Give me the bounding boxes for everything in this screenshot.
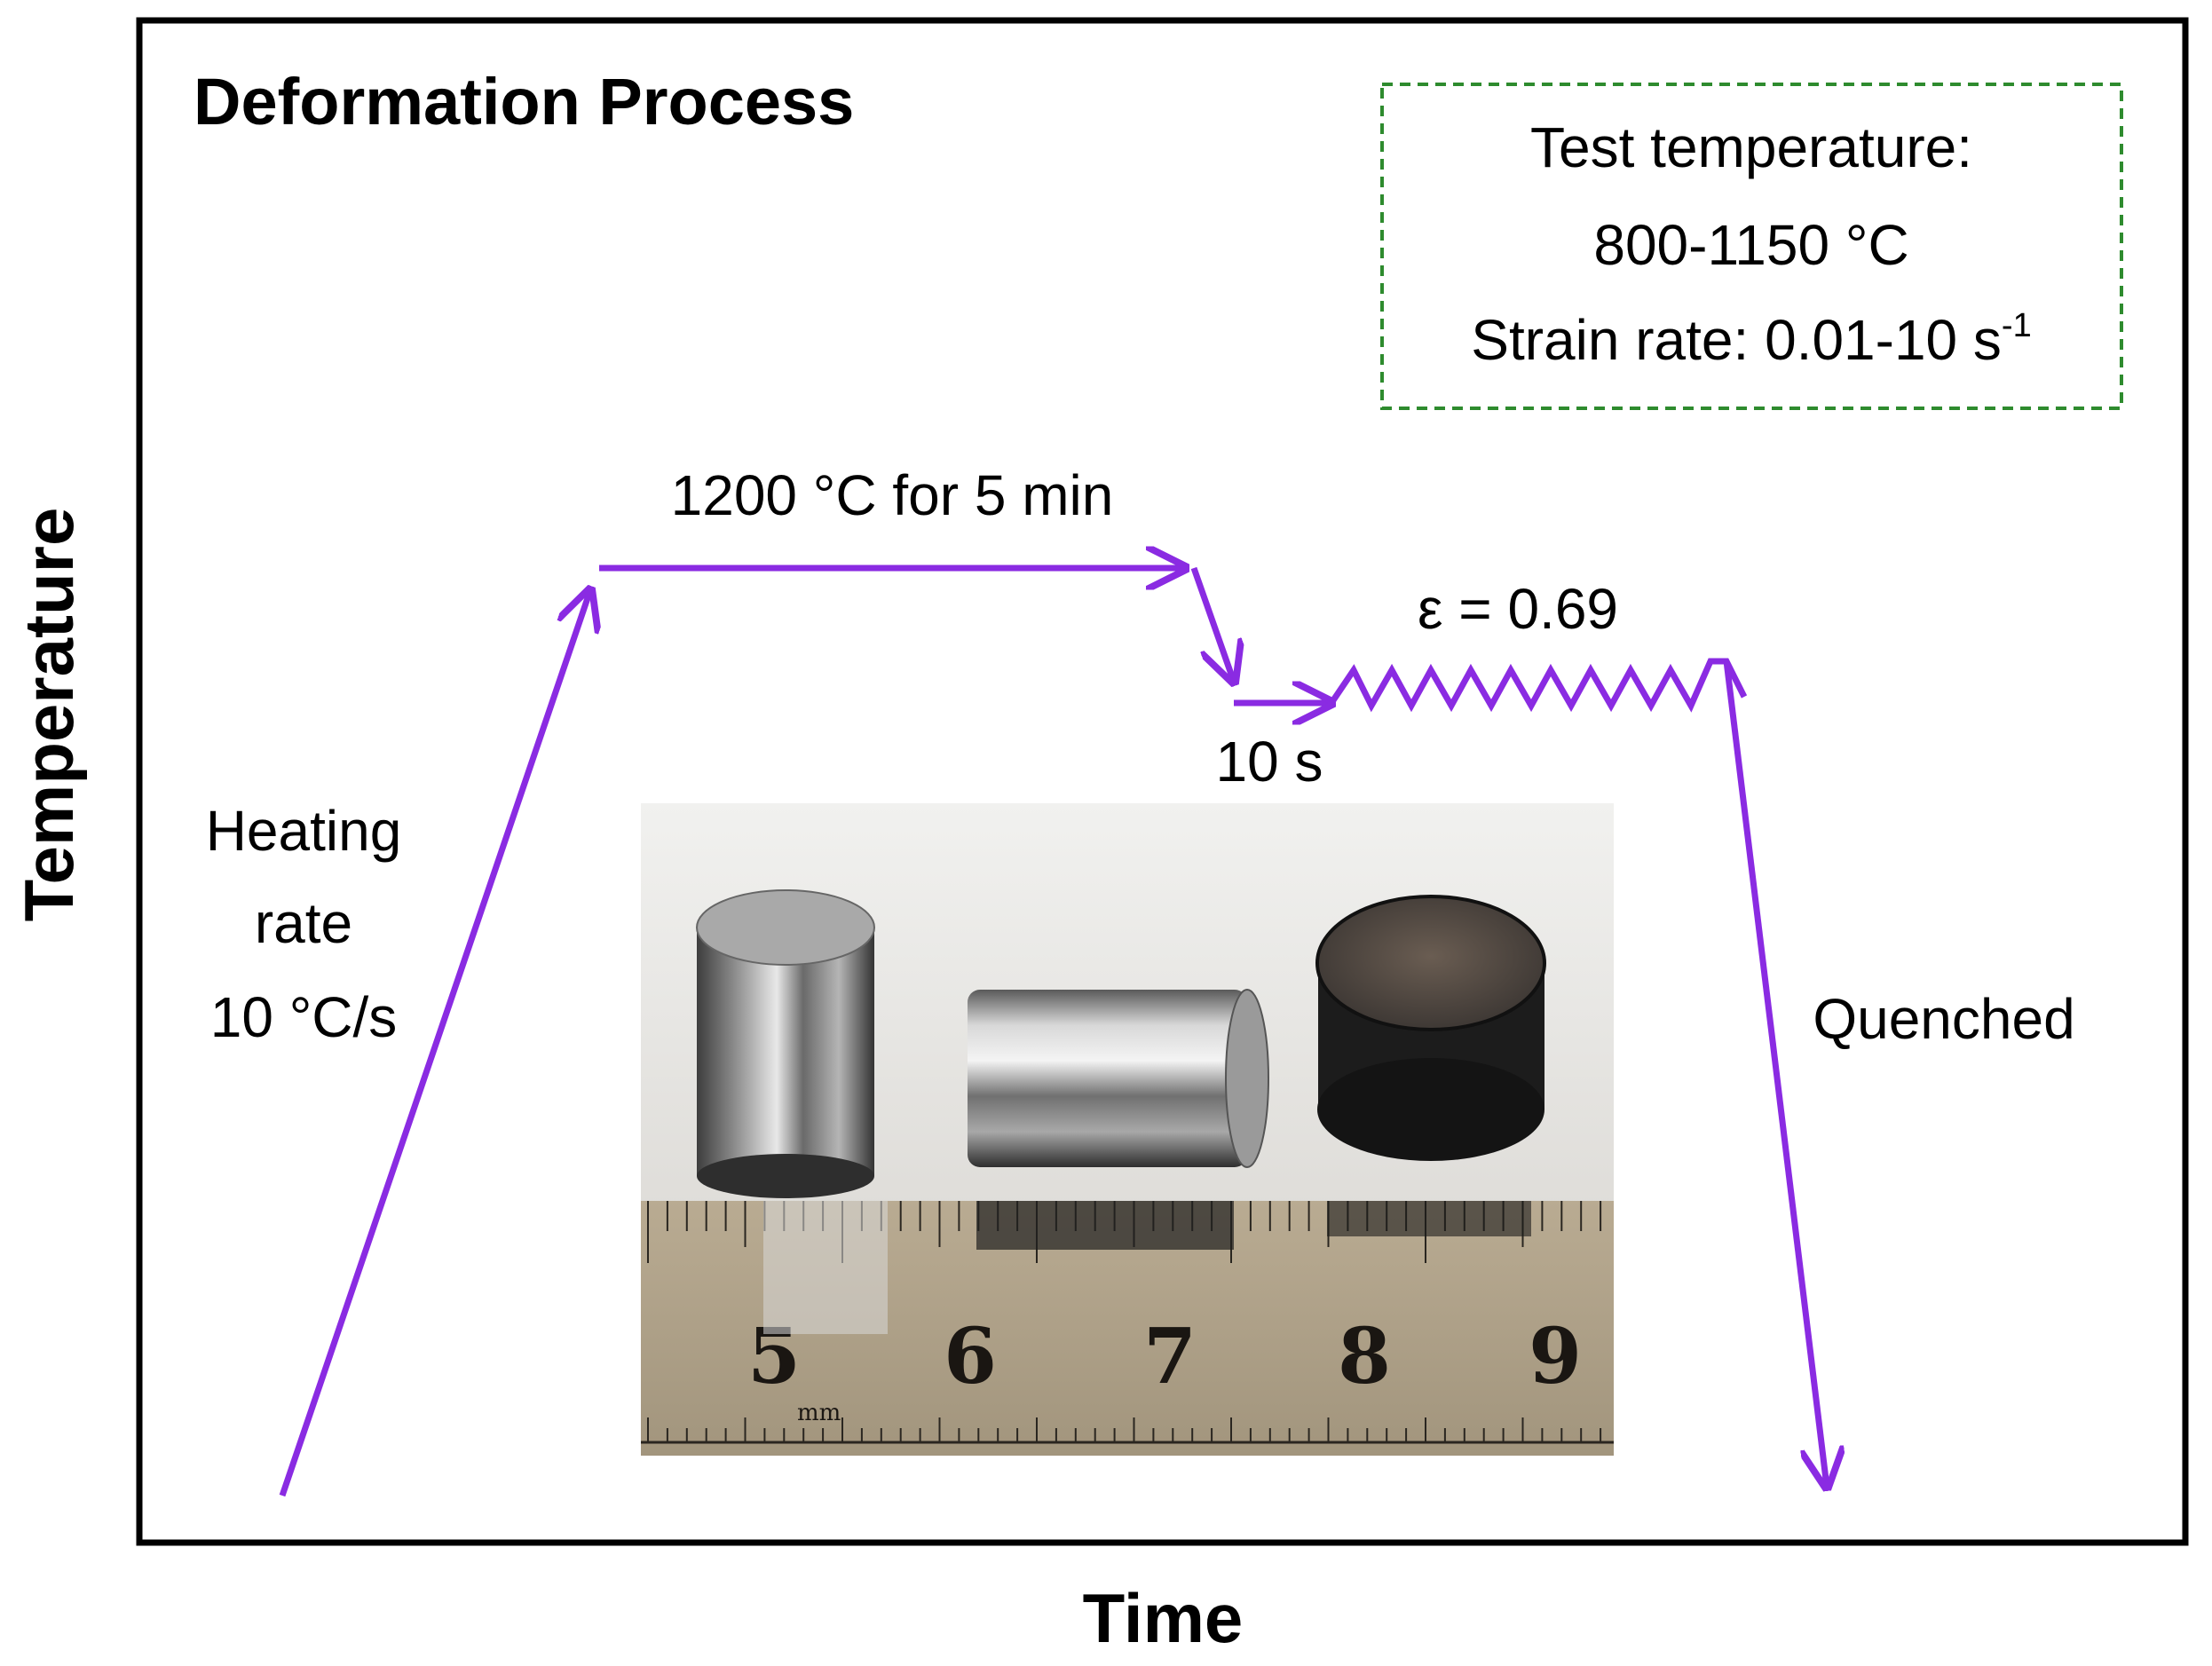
conditions-line-2: 800-1150 °C [1593, 213, 1908, 277]
x-axis-label: Time [1083, 1579, 1244, 1657]
conditions-line-3: Strain rate: 0.01-10 s-1 [1471, 307, 2031, 372]
process-path [279, 566, 1827, 1497]
strain-label: ε = 0.69 [1418, 577, 1618, 641]
heating-rate-label-3: 10 °C/s [210, 985, 398, 1049]
conditions-line-1: Test temperature: [1530, 115, 1972, 179]
strain-rate-exponent: -1 [2002, 307, 2032, 344]
ruler-number-9: 9 [1529, 1312, 1582, 1401]
compression-zigzag [1329, 658, 1748, 713]
reflection-right [1327, 1201, 1531, 1236]
heating-rate-label-1: Heating [206, 799, 402, 863]
ruler-number-8: 8 [1338, 1312, 1391, 1401]
heating-segment [279, 590, 590, 1497]
ruler-unit: mm [797, 1400, 841, 1426]
reflection-middle [976, 1201, 1234, 1250]
y-axis-label: Temperature [10, 508, 88, 922]
strain-rate-text: Strain rate: 0.01-10 s [1471, 308, 2002, 372]
heating-rate-label-2: rate [255, 891, 352, 955]
quench-segment [1723, 660, 1827, 1487]
quenched-label: Quenched [1813, 987, 2074, 1051]
diagram-title: Deformation Process [194, 65, 854, 138]
undeformed-cylinder-upright [696, 889, 875, 1198]
hold-label: 1200 °C for 5 min [671, 463, 1114, 527]
test-conditions-box: Test temperature: 800-1150 °C Strain rat… [1380, 83, 2123, 410]
cooling-segment [1190, 566, 1234, 682]
ruler-number-7: 7 [1143, 1312, 1197, 1401]
frame [136, 17, 2189, 1546]
deformed-specimen [1315, 895, 1546, 1161]
undeformed-cylinder-lying [968, 989, 1269, 1168]
reflection-left [763, 1201, 888, 1334]
ruler-number-6: 6 [944, 1312, 997, 1401]
dwell-label: 10 s [1216, 730, 1323, 794]
specimen-photo: 5 6 7 8 9 mm [641, 803, 1614, 1456]
